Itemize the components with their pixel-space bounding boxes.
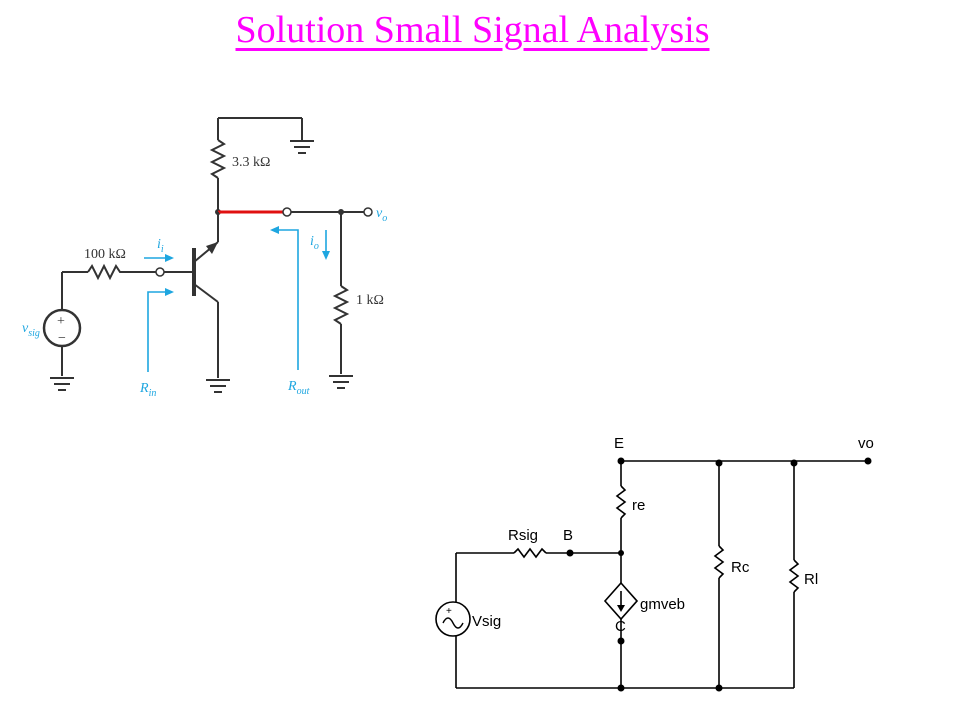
re-resistor [615,485,627,519]
vo-label-b: vo [858,435,874,452]
plus-sign: + [446,606,452,617]
ground-symbol [329,375,353,389]
vsig-source [435,601,471,637]
ground-symbol [50,377,74,391]
gm-arrow-head [617,605,625,612]
rl-resistor [332,285,350,325]
page-title: Solution Small Signal Analysis [235,9,710,51]
node [617,684,625,692]
b-label: B [563,527,573,544]
rout-label: Rout [287,379,310,397]
vo-label: vo [376,206,387,224]
plus-sign: + [57,314,65,329]
io-label: io [310,234,319,252]
open-terminal [282,207,292,217]
node-c [617,637,625,645]
base-terminal [155,267,165,277]
minus-sign: − [58,331,66,346]
gm-label: gmveb [640,596,685,613]
rl-label: 1 kΩ [356,293,384,308]
e-label: E [614,435,624,452]
rc-resistor [713,545,725,579]
c-label: C [615,618,626,635]
vsig-label: Vsig [472,613,501,630]
circuit-a: 3.3 kΩ vo 100 kΩ [22,117,387,399]
rin-arrow [147,288,174,372]
io-arrow [322,230,330,260]
rc-label: Rc [731,559,750,576]
rsig-resistor [513,547,547,559]
bjt-transistor [192,241,219,303]
rc-label: 3.3 kΩ [232,155,270,170]
circuit-b: E vo re Rsig B gmveb C + Vsig [435,435,874,692]
vo-node [864,457,872,465]
re-label: re [632,497,645,514]
rsig-label: Rsig [508,527,538,544]
rl-resistor [788,559,800,593]
node-b [566,549,574,557]
ac-symbol [442,617,464,629]
vsig-label: vsig [22,321,40,339]
rl-label: Rl [804,571,818,588]
ii-label: ii [157,237,164,255]
rsig-label: 100 kΩ [84,247,126,262]
emitter-arrow [206,242,218,254]
rout-arrow [270,226,299,370]
ground-symbol [290,140,314,154]
ground-symbol [206,379,230,393]
rc-resistor [209,139,227,179]
vo-terminal [363,207,373,217]
rin-label: Rin [139,381,156,399]
rsig-resistor [87,263,124,281]
ii-arrow [144,254,174,262]
